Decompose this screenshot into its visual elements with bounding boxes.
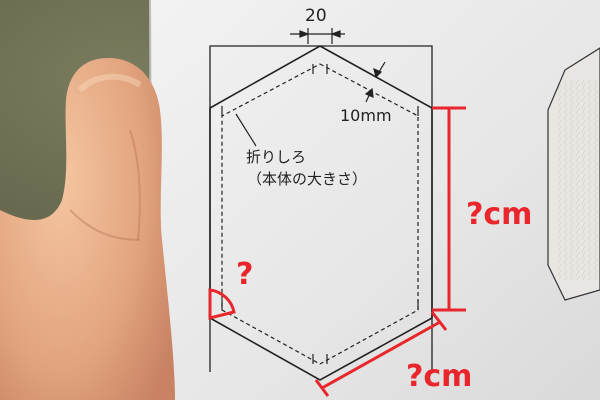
angle-question-label: ? xyxy=(236,257,254,292)
angle-arc xyxy=(208,288,236,320)
corner-ticks xyxy=(221,64,419,364)
seam-dimension xyxy=(364,61,386,103)
edge-bracket xyxy=(314,311,448,397)
note-body-size: （本体の大きさ） xyxy=(247,170,368,188)
thumb xyxy=(0,0,175,400)
top-width-label: 20 xyxy=(305,6,327,26)
note-leader xyxy=(235,113,257,147)
paper-sheet xyxy=(150,0,600,400)
side-illustration xyxy=(547,47,600,301)
height-question-label: ?cm xyxy=(466,197,533,232)
edge-question-label: ?cm xyxy=(406,359,473,394)
top-dimension xyxy=(290,28,345,44)
height-bracket xyxy=(432,106,466,312)
seam-allowance-label: 10mm xyxy=(340,106,392,125)
note-seam-allowance: 折りしろ xyxy=(246,148,307,166)
